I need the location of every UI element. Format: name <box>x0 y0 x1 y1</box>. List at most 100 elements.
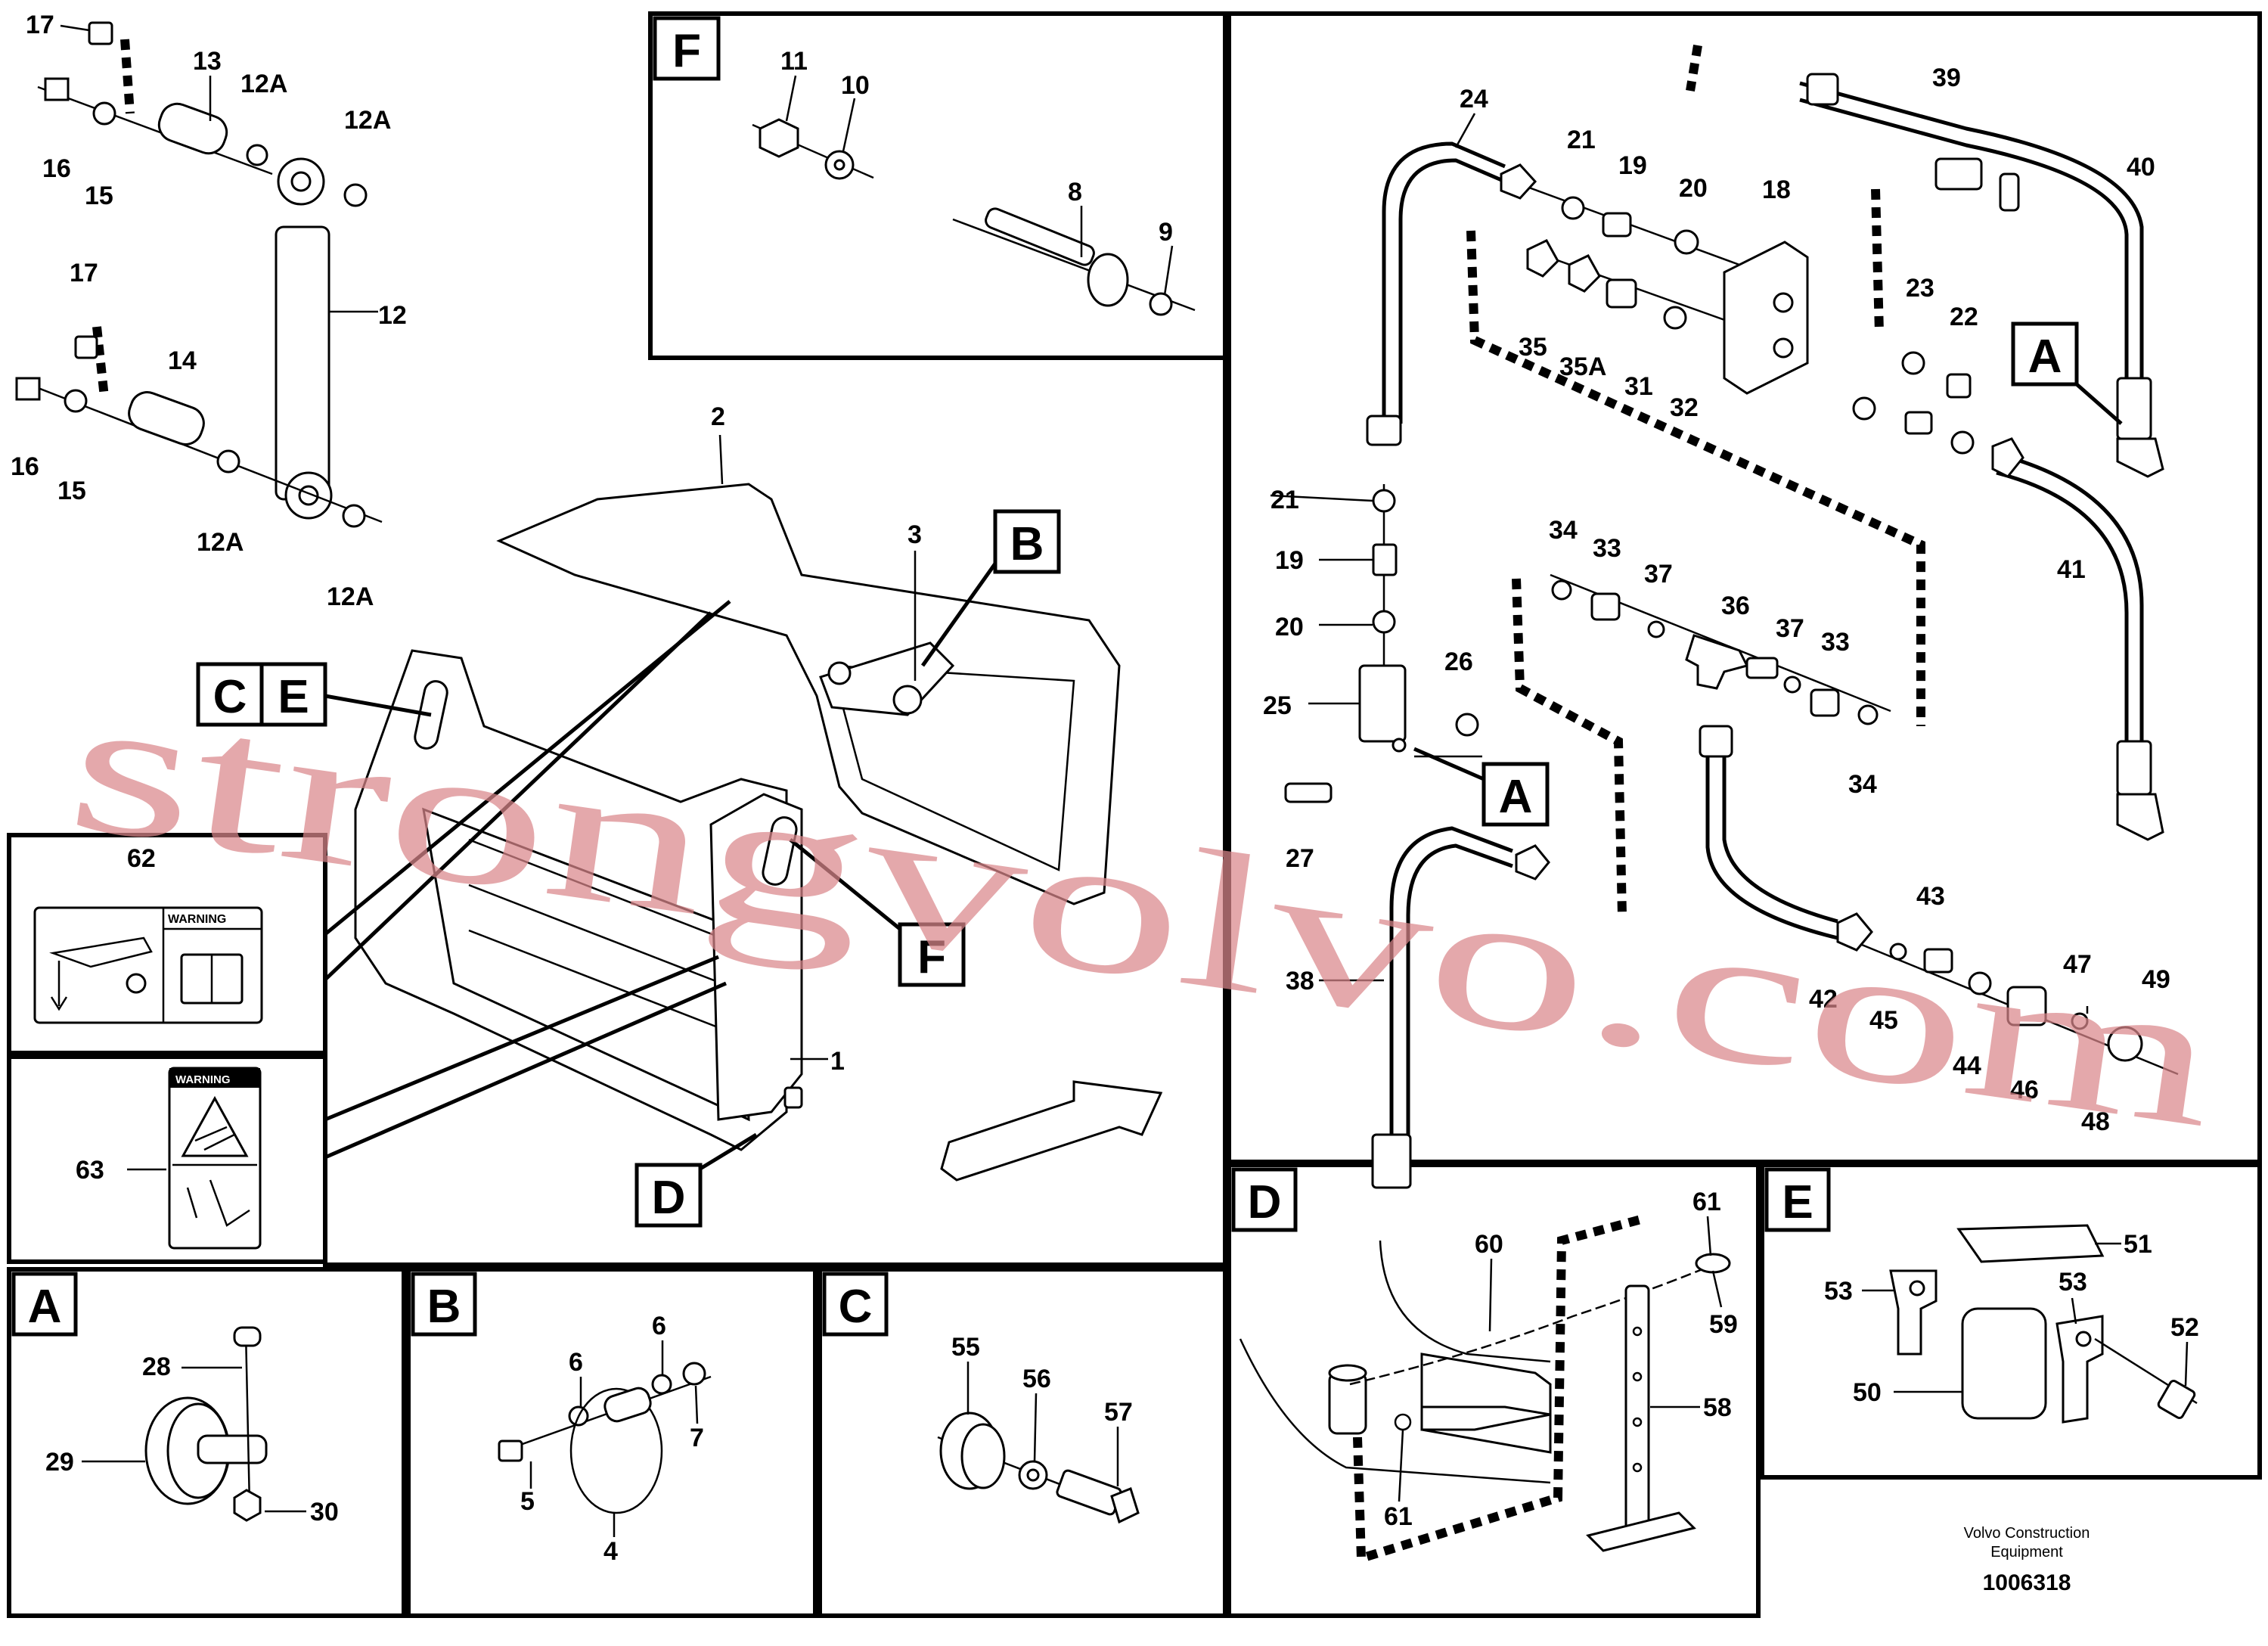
cylinder-assembly <box>15 21 383 528</box>
svg-text:F: F <box>672 25 701 77</box>
svg-text:43: 43 <box>1916 882 1945 911</box>
svg-text:Volvo Construction: Volvo Construction <box>1964 1525 2090 1542</box>
svg-text:15: 15 <box>57 477 86 505</box>
svg-text:22: 22 <box>1950 303 1978 331</box>
svg-text:51: 51 <box>2124 1230 2152 1259</box>
svg-text:37: 37 <box>1776 614 1804 643</box>
main-labels: 2 3 1 <box>711 402 922 1076</box>
hydraulic-A-callouts: A A <box>1413 321 2123 827</box>
svg-text:7: 7 <box>690 1424 704 1452</box>
svg-text:58: 58 <box>1703 1393 1732 1422</box>
svg-text:19: 19 <box>1618 151 1647 180</box>
svg-text:Equipment: Equipment <box>1990 1544 2063 1561</box>
svg-text:55: 55 <box>951 1333 980 1362</box>
svg-text:C: C <box>213 671 247 723</box>
svg-text:E: E <box>1782 1176 1813 1228</box>
svg-text:60: 60 <box>1475 1230 1503 1259</box>
svg-text:19: 19 <box>1275 546 1304 575</box>
svg-text:6: 6 <box>652 1312 666 1340</box>
panel-a-labels: 28 29 30 <box>45 1353 339 1526</box>
hydraulic-hoses <box>1382 45 2179 1135</box>
svg-text:4: 4 <box>603 1537 618 1566</box>
svg-text:46: 46 <box>2010 1076 2039 1104</box>
svg-text:32: 32 <box>1670 393 1699 422</box>
panel-letter-E: E <box>1764 1167 1831 1232</box>
svg-text:E: E <box>278 671 309 723</box>
hydraulic-labels: 24 21 19 20 18 39 40 35 35A 31 32 23 22 … <box>1263 64 2170 1136</box>
svg-text:59: 59 <box>1709 1310 1738 1339</box>
svg-text:10: 10 <box>841 71 870 100</box>
footer-block: Volvo Construction Equipment 1006318 <box>1964 1525 2090 1595</box>
svg-text:41: 41 <box>2057 555 2086 584</box>
svg-text:33: 33 <box>1593 534 1621 563</box>
svg-text:53: 53 <box>2059 1268 2087 1297</box>
panel-e-parts <box>1889 1224 2198 1424</box>
svg-text:17: 17 <box>70 259 98 287</box>
svg-text:39: 39 <box>1932 64 1961 92</box>
panel-letter-A: A <box>11 1272 78 1337</box>
svg-text:14: 14 <box>168 346 197 375</box>
callout-F: F <box>789 838 966 987</box>
callout-B: B <box>920 509 1061 667</box>
cylinder-labels: 17 13 12A 12A 16 15 17 12 14 16 15 12A 1… <box>11 11 407 611</box>
panel-f-labels: 11 10 8 9 <box>780 47 1174 296</box>
svg-text:13: 13 <box>193 47 222 76</box>
svg-text:12A: 12A <box>344 106 391 135</box>
svg-text:23: 23 <box>1906 274 1934 303</box>
svg-text:3: 3 <box>908 520 922 549</box>
svg-text:16: 16 <box>42 154 71 183</box>
svg-text:63: 63 <box>76 1156 104 1185</box>
callout-C-E: C E <box>196 662 432 727</box>
svg-text:47: 47 <box>2063 950 2092 979</box>
svg-text:D: D <box>652 1172 686 1224</box>
svg-text:28: 28 <box>142 1353 171 1381</box>
panel-letter-B: B <box>411 1272 477 1337</box>
svg-text:8: 8 <box>1068 178 1082 207</box>
svg-text:53: 53 <box>1824 1277 1853 1306</box>
panel-letter-F: F <box>653 16 721 81</box>
svg-text:48: 48 <box>2081 1107 2110 1136</box>
svg-text:29: 29 <box>45 1448 74 1477</box>
svg-text:1: 1 <box>830 1047 845 1076</box>
svg-text:C: C <box>839 1281 873 1333</box>
panel-b-labels: 6 6 5 7 4 <box>520 1312 704 1566</box>
svg-text:12A: 12A <box>197 528 244 557</box>
svg-text:33: 33 <box>1821 628 1850 657</box>
svg-text:62: 62 <box>127 844 156 873</box>
svg-text:45: 45 <box>1869 1006 1898 1035</box>
panel-frames <box>7 11 2262 1618</box>
decal-63: 63 WARNING <box>76 1067 262 1250</box>
svg-text:6: 6 <box>569 1348 583 1377</box>
svg-text:A: A <box>2028 331 2062 383</box>
panel-e-labels: 51 53 53 52 50 <box>1824 1230 2199 1407</box>
panel-letter-C: C <box>822 1272 889 1337</box>
svg-text:61: 61 <box>1692 1188 1721 1216</box>
svg-text:56: 56 <box>1022 1365 1051 1393</box>
svg-text:42: 42 <box>1809 985 1838 1014</box>
svg-text:34: 34 <box>1549 516 1578 545</box>
svg-text:A: A <box>1499 771 1533 823</box>
svg-text:WARNING: WARNING <box>175 1073 231 1086</box>
svg-text:25: 25 <box>1263 691 1292 720</box>
decal-62: 62 WARNING <box>33 844 263 1024</box>
svg-text:26: 26 <box>1444 648 1473 676</box>
svg-text:12A: 12A <box>240 70 287 98</box>
svg-text:31: 31 <box>1624 372 1653 401</box>
svg-text:20: 20 <box>1275 613 1304 641</box>
svg-text:35A: 35A <box>1559 352 1606 381</box>
hydraulic-parts <box>1284 73 2164 1189</box>
svg-text:15: 15 <box>85 182 113 210</box>
svg-text:12A: 12A <box>327 582 374 611</box>
panel-c-labels: 55 56 57 <box>951 1333 1133 1486</box>
svg-text:52: 52 <box>2170 1313 2199 1342</box>
svg-text:A: A <box>28 1281 62 1333</box>
panel-a-parts <box>144 1326 268 1522</box>
panel-c-parts <box>937 1412 1140 1524</box>
svg-text:B: B <box>427 1281 461 1333</box>
svg-text:49: 49 <box>2142 965 2170 994</box>
svg-text:38: 38 <box>1286 967 1314 995</box>
svg-text:24: 24 <box>1460 85 1488 113</box>
svg-text:30: 30 <box>310 1498 339 1526</box>
decal-leaders <box>324 600 731 1160</box>
svg-text:12: 12 <box>378 301 407 330</box>
